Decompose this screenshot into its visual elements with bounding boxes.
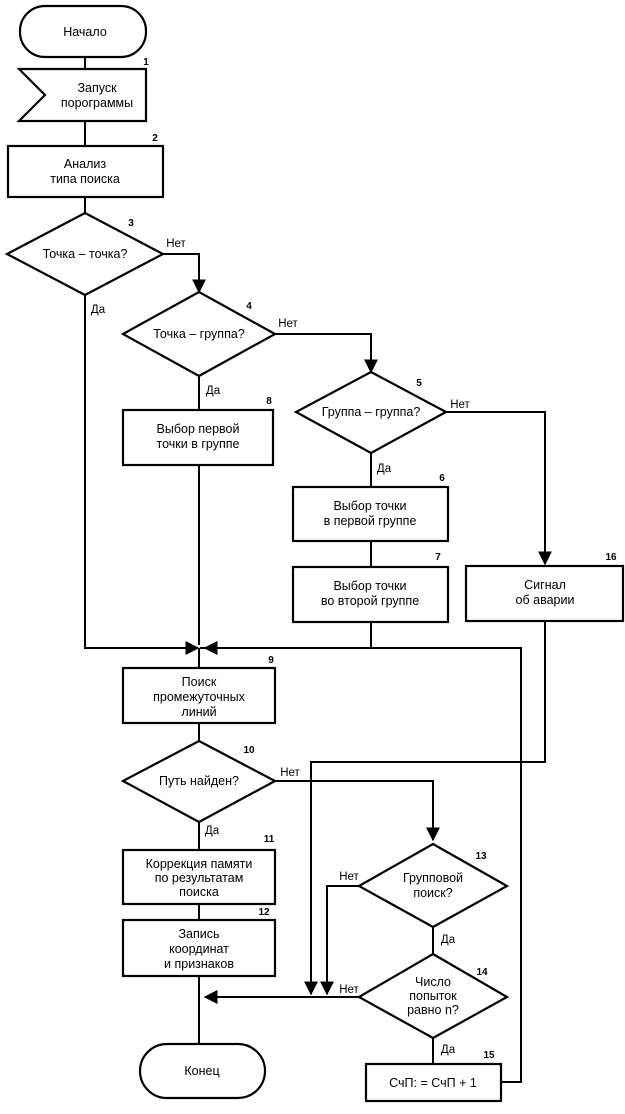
block-7-number: 7 [435,552,441,563]
block-15-number: 15 [483,1050,495,1061]
block-4-shape [120,290,278,378]
b3-yes-label: Да [91,304,106,316]
block-4-number: 4 [246,301,252,312]
b10-yes-label: Да [205,825,220,837]
block-6-number: 6 [439,473,445,484]
block-3-number: 3 [128,218,134,229]
b14-no-label: Нет [339,984,359,996]
block-5-number: 5 [416,378,422,389]
block-14-number: 14 [476,967,488,978]
block-3-shape [4,211,166,297]
b3-no-label: Нет [166,238,186,250]
block-8-shape [121,408,275,467]
block-2-number: 2 [152,133,158,144]
block-16-number: 16 [605,552,617,563]
block-15-shape [364,1062,503,1103]
shapes [4,4,625,1103]
block-12-number: 12 [258,907,270,918]
b14-yes-label: Да [441,1044,456,1056]
connectors [84,57,552,1083]
block-3-label: Точка – точка? [43,247,128,261]
b4-yes-label: Да [206,385,221,397]
block-16-shape [464,564,625,623]
block-11-number: 11 [264,834,275,845]
block-2-shape [6,144,165,199]
end-terminal [138,1042,267,1100]
block-15-label: СчП: = СчП + 1 [389,1076,477,1090]
b13-yes-label: Да [441,934,456,946]
block-5-shape [293,370,449,455]
end-label: Конец [184,1064,219,1078]
block-4-label: Точка – группа? [153,327,245,341]
block-11-shape [121,848,277,906]
block-14-shape [356,952,510,1040]
block-10-label: Путь найден? [159,774,239,788]
b5-yes-label: Да [377,463,392,475]
b13-no-label: Нет [339,871,359,883]
block-1-number: 1 [143,57,149,68]
start-label: Начало [63,25,107,39]
b4-no-label: Нет [278,318,298,330]
branch-labels: Нет Да Нет Да Нет Да Нет Да Нет Да Нет Д… [91,238,471,1056]
b10-no-label: Нет [280,767,300,779]
start-terminal [18,4,148,59]
block-13-shape [356,842,510,929]
block-13-number: 13 [475,851,487,862]
block-9-number: 9 [268,655,274,666]
b5-no-label: Нет [450,399,470,411]
block-12-shape [121,918,277,978]
block-5-label: Группа – группа? [322,405,421,419]
block-7-shape [291,565,450,624]
block-9-shape [121,666,277,725]
block-1-shape [16,67,148,123]
block-10-number: 10 [243,745,255,756]
block-10-shape [120,739,278,824]
block-6-shape [291,485,450,543]
block-8-number: 8 [266,396,272,407]
